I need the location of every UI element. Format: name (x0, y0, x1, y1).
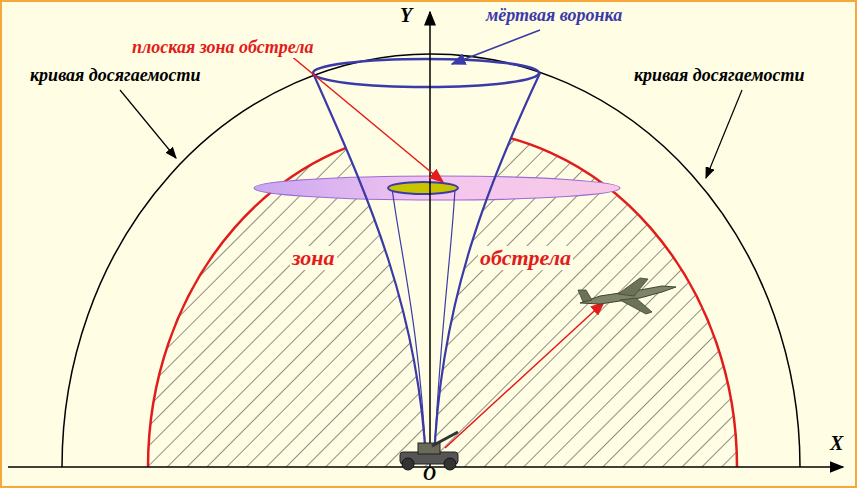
leader-line (290, 55, 443, 182)
funnel-section (388, 182, 458, 194)
leader-line (120, 90, 176, 158)
zone-label: обстрела (478, 246, 573, 270)
fire-arrow (445, 302, 604, 448)
flat-zone (254, 176, 620, 200)
aircraft (578, 278, 676, 314)
funnel-top (313, 59, 539, 87)
axis-label: X (828, 432, 845, 454)
y-axis (429, 12, 431, 467)
leader-line (452, 30, 540, 64)
zone-label: плоская зона обстрела (130, 38, 315, 58)
axis-label: Y (398, 4, 414, 26)
funnel-label: мёртвая воронка (484, 6, 624, 26)
leader-line (706, 90, 742, 178)
zone-label: зона (290, 246, 337, 270)
funnel-inner (392, 188, 455, 462)
origin-label: O (421, 465, 438, 485)
curve-label: кривая досягаемости (28, 66, 203, 86)
reach-curve (62, 54, 800, 467)
curve-label: кривая досягаемости (632, 66, 807, 86)
